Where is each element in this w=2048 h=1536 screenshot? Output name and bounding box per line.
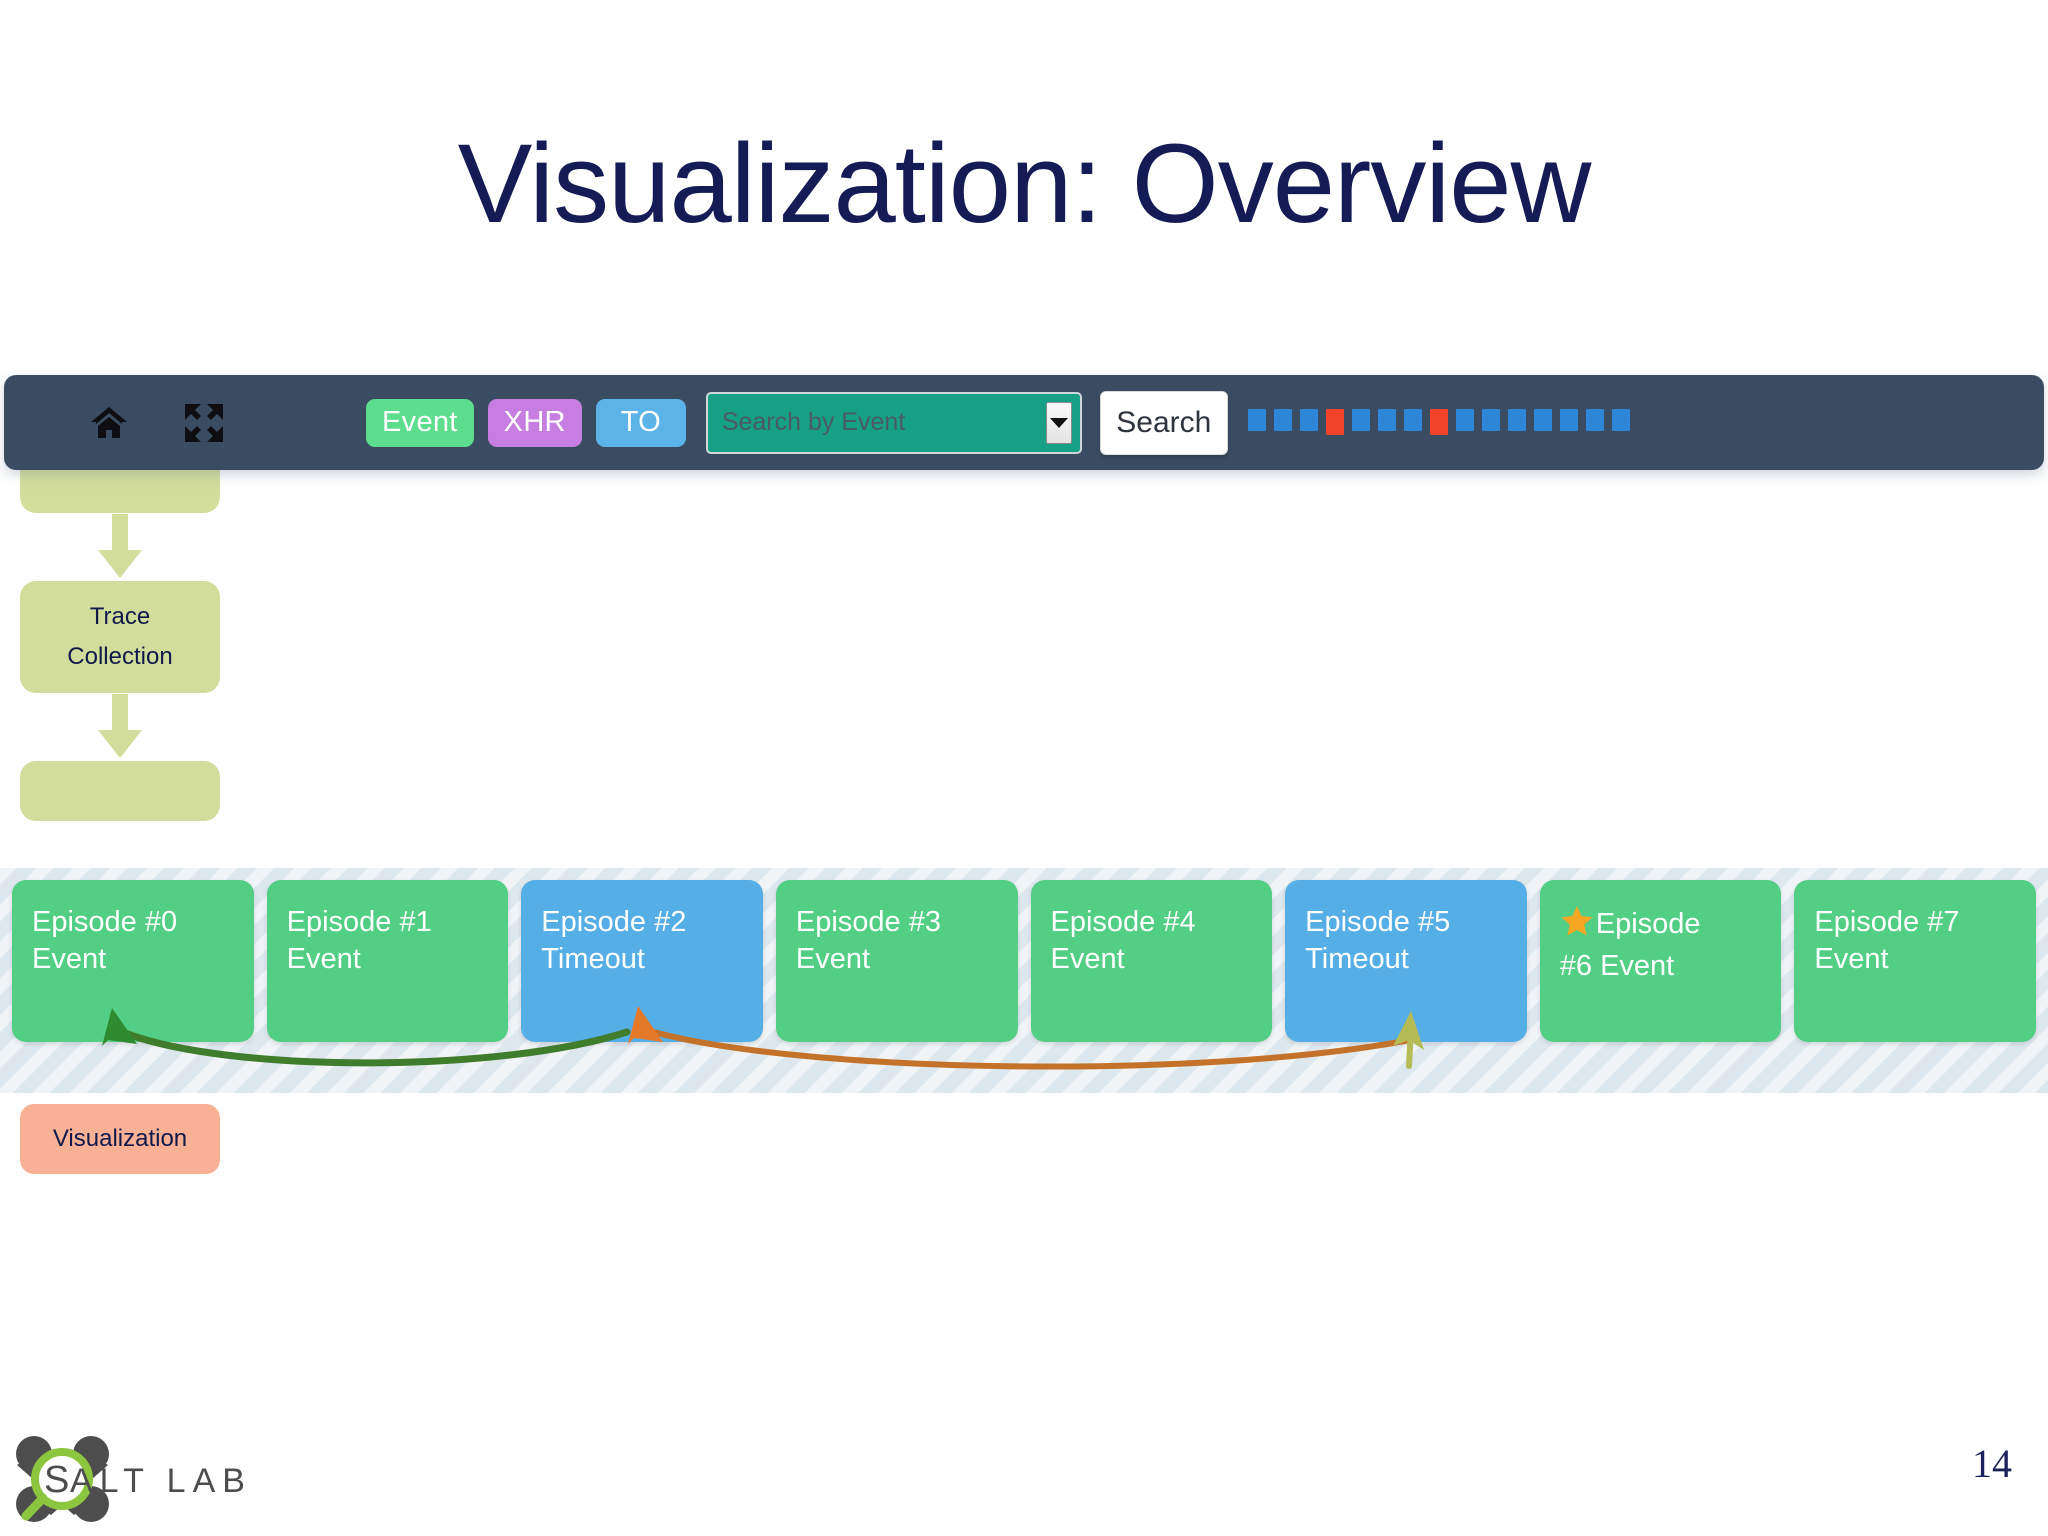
episode-card[interactable]: Episode #5 Timeout: [1285, 880, 1527, 1042]
minimap-tick-4[interactable]: [1351, 408, 1370, 431]
episode-card-title: Episode #0: [32, 904, 234, 941]
episode-card[interactable]: Episode #4 Event: [1030, 880, 1273, 1042]
episode-card-type: Event: [795, 943, 871, 976]
search-field-wrapper: [705, 391, 1082, 454]
episode-card-title: Episode: [1560, 904, 1762, 948]
episode-card[interactable]: Episode #3 Event: [775, 880, 1018, 1042]
page-title: Visualization: Overview: [457, 121, 1592, 246]
minimap-tick-5[interactable]: [1377, 408, 1396, 431]
episode-card-title: Episode #1: [287, 904, 489, 941]
expand-icon[interactable]: [183, 402, 225, 444]
chevron-down-icon[interactable]: [1045, 401, 1072, 444]
episode-card-type: Timeout: [541, 943, 645, 976]
minimap-tick-6[interactable]: [1403, 408, 1422, 431]
episode-card-title-text: Episode #3: [795, 906, 941, 938]
flow-step-visualization-wrap: Visualization: [20, 1104, 220, 1174]
minimap-tick-13[interactable]: [1585, 408, 1604, 431]
minimap-tick-9[interactable]: [1481, 408, 1500, 431]
episode-card-title: Episode #4: [1051, 904, 1253, 941]
episode-card-type: Event: [32, 943, 107, 976]
episode-card-type: #6 Event: [1559, 950, 1675, 983]
episode-card-title-text: Episode #5: [1305, 906, 1451, 938]
minimap-timeline[interactable]: [1247, 408, 1630, 437]
search-input[interactable]: [707, 407, 1046, 438]
salt-logo-s: S: [44, 1459, 69, 1501]
episode-card-title: Episode #3: [796, 904, 998, 941]
episode-card-title: Episode #5: [1305, 904, 1507, 941]
minimap-tick-0[interactable]: [1247, 408, 1266, 431]
episode-card-title-text: Episode #4: [1050, 906, 1196, 938]
minimap-tick-11[interactable]: [1533, 408, 1552, 431]
episode-strip: Episode #0 Event Episode #1 Event Episode #2…: [0, 868, 2048, 1093]
episode-card-type: Event: [1814, 943, 1889, 976]
flow-step-visualization-label: Visualization: [52, 1125, 188, 1153]
minimap-tick-8[interactable]: [1455, 408, 1474, 431]
filter-pill-event[interactable]: Event: [366, 398, 474, 447]
salt-logo-text: ALT LAB: [70, 1462, 252, 1500]
minimap-tick-1[interactable]: [1273, 408, 1292, 431]
minimap-tick-2[interactable]: [1299, 408, 1318, 431]
flow-arrow-down-1: [20, 513, 220, 581]
episode-card[interactable]: Episode #0 Event: [12, 880, 254, 1042]
episode-card-title-text: Episode: [1595, 908, 1701, 940]
episode-card-title-text: Episode #1: [286, 906, 432, 938]
slide-number: 14: [1972, 1441, 2012, 1486]
star-icon: [1560, 904, 1594, 948]
episode-card[interactable]: Episode #1 Event: [266, 880, 509, 1042]
minimap-tick-12[interactable]: [1559, 408, 1578, 431]
minimap-tick-7[interactable]: [1429, 408, 1448, 435]
minimap-tick-14[interactable]: [1611, 408, 1630, 431]
episode-card[interactable]: Episode #7 Event: [1794, 880, 2036, 1042]
flow-step-visualization: Visualization: [20, 1104, 220, 1174]
filter-pill-group: Event XHR TO: [366, 398, 686, 447]
flow-arrow-down-2: [20, 693, 220, 761]
episode-card-type: Timeout: [1305, 943, 1409, 976]
flow-step-partial-bottom: [20, 761, 220, 821]
app-toolbar: Event XHR TO Search: [4, 375, 2044, 470]
episode-card-title-text: Episode #7: [1814, 906, 1960, 938]
episode-card-list: Episode #0 Event Episode #1 Event Episode #2…: [12, 880, 2036, 1042]
salt-lab-logo: S ALT LAB: [8, 1432, 260, 1524]
episode-card-type: Event: [1050, 943, 1125, 976]
flow-step-label-line2: Collection: [67, 643, 173, 670]
filter-pill-to[interactable]: TO: [595, 398, 686, 447]
flow-step-label-line1: Trace: [89, 603, 151, 631]
episode-card-type: Event: [286, 943, 361, 976]
minimap-tick-3[interactable]: [1325, 408, 1344, 435]
filter-pill-xhr[interactable]: XHR: [487, 398, 582, 447]
episode-card[interactable]: Episode #2 Timeout: [521, 880, 763, 1042]
episode-card[interactable]: Episode #6 Event: [1539, 880, 1782, 1042]
episode-card-title: Episode #7: [1814, 904, 2016, 941]
episode-card-title-text: Episode #0: [32, 906, 178, 938]
flow-step-trace-collection: Trace Collection: [20, 581, 220, 693]
home-icon[interactable]: [88, 402, 130, 444]
search-button[interactable]: Search: [1099, 390, 1228, 455]
episode-card-title: Episode #2: [541, 904, 743, 941]
pipeline-flowchart: Trace Collection: [20, 455, 220, 821]
episode-card-title-text: Episode #2: [541, 906, 687, 938]
minimap-tick-10[interactable]: [1507, 408, 1526, 431]
